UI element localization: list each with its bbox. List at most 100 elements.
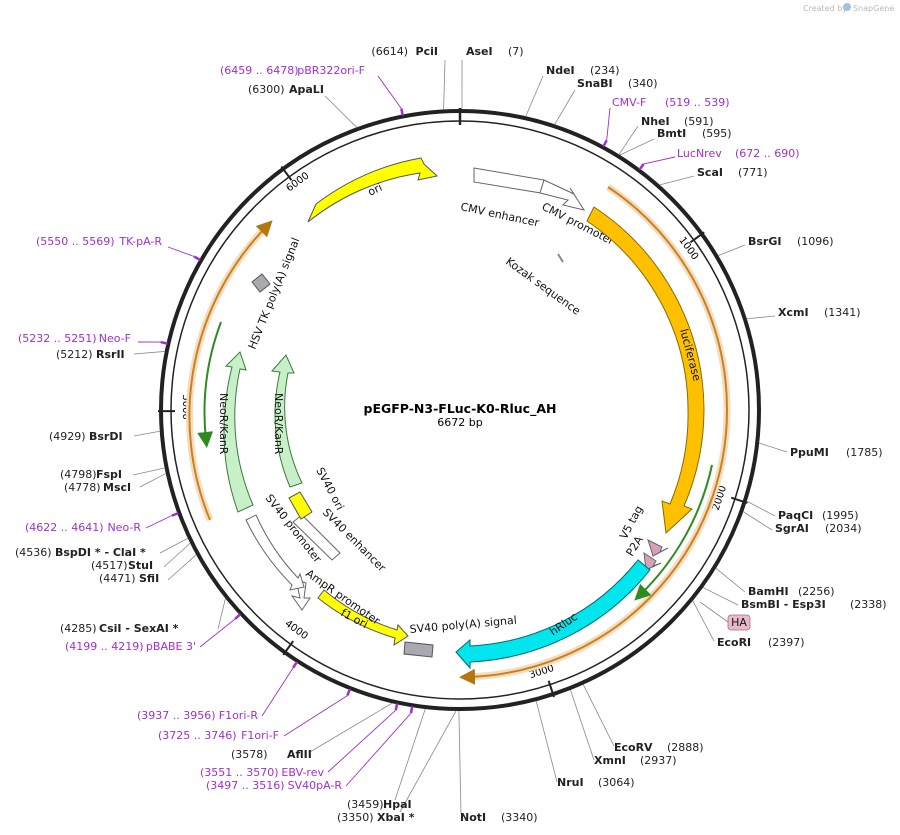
enzyme-name[interactable]: HpaI <box>383 798 412 811</box>
feature-f1-ori[interactable] <box>317 589 409 647</box>
feature-label-sv40-polya: SV40 poly(A) signal <box>409 614 517 636</box>
enzyme-position: (4536) <box>15 546 52 559</box>
feature-ampr-promoter[interactable] <box>290 579 311 611</box>
feature-label-v5-tag: V5 tag <box>617 503 645 541</box>
enzyme-name[interactable]: StuI <box>128 559 153 572</box>
enzyme-leader <box>163 542 191 568</box>
primer-name[interactable]: LucNrev <box>677 147 722 160</box>
feature-v5-tag[interactable] <box>647 539 669 557</box>
enzyme-position: (2397) <box>768 636 805 649</box>
enzyme-name[interactable]: FspI <box>96 468 122 481</box>
feature-ha[interactable] <box>727 614 751 631</box>
enzyme-name[interactable]: RsrII <box>96 348 125 361</box>
feature-ha-leader <box>699 601 729 623</box>
primer-range: (6459 .. 6478) <box>220 64 299 77</box>
feature-label-neor-kanr-2: NeoR/KanR <box>272 393 285 455</box>
primer-mark <box>160 340 168 345</box>
primer-name[interactable]: CMV-F <box>612 96 646 109</box>
feature-label-hsv-tk-polya: HSV TK poly(A) signal <box>246 236 303 351</box>
primer-name[interactable]: SV40pA-R <box>288 779 343 792</box>
feature-neor-kanr-2[interactable] <box>271 354 303 488</box>
primer-leader <box>199 618 236 648</box>
feature-cmv-promoter[interactable] <box>539 179 586 211</box>
feature-neor-kanr-1[interactable] <box>223 351 254 513</box>
feature-ori[interactable] <box>307 157 439 223</box>
enzyme-name[interactable]: BspDI * - ClaI * <box>55 546 146 559</box>
enzyme-position: (4778) <box>64 481 101 494</box>
feature-label-sv40-enhancer: SV40 enhancer <box>320 506 389 575</box>
enzyme-name[interactable]: AflII <box>287 748 312 761</box>
enzyme-name[interactable]: BsmBI - Esp3I <box>741 598 826 611</box>
feature-luciferase[interactable] <box>586 206 705 535</box>
enzyme-position: (4798) <box>60 468 97 481</box>
feature-sv40-polya[interactable] <box>403 641 434 658</box>
primer-name[interactable]: EBV-rev <box>281 766 324 779</box>
enzyme-leader <box>167 554 197 581</box>
enzyme-leader-lines <box>132 59 788 815</box>
enzyme-position: (234) <box>590 64 620 77</box>
enzyme-position: (340) <box>628 77 658 90</box>
enzyme-name[interactable]: BsrDI <box>89 430 123 443</box>
enzyme-name[interactable]: MscI <box>103 481 131 494</box>
enzyme-leader <box>139 473 166 488</box>
enzyme-name[interactable]: XcmI <box>778 306 809 319</box>
enzyme-name[interactable]: ApaLI <box>289 83 324 96</box>
enzyme-leader <box>692 600 715 642</box>
enzyme-position: (4471) <box>99 572 136 585</box>
enzyme-name[interactable]: BamHI <box>748 585 789 598</box>
enzyme-name[interactable]: NruI <box>557 776 584 789</box>
primer-mark <box>602 139 608 148</box>
feature-hsv-tk-polya[interactable] <box>251 273 271 293</box>
enzyme-name[interactable]: NheI <box>641 115 670 128</box>
enzyme-position: (3459) <box>347 798 384 811</box>
feature-sv40-ori[interactable] <box>288 491 313 520</box>
enzyme-name[interactable]: BsrGI <box>748 235 781 248</box>
primer-name[interactable]: Neo-R <box>107 521 141 534</box>
enzyme-name[interactable]: PpuMI <box>790 446 829 459</box>
enzyme-name[interactable]: AseI <box>466 45 493 58</box>
enzyme-position: (6300) <box>248 83 285 96</box>
primer-mark <box>400 108 404 116</box>
feature-cmv-enhancer[interactable] <box>473 167 545 194</box>
enzyme-name[interactable]: SnaBI <box>577 77 613 90</box>
enzyme-leader <box>570 689 595 761</box>
enzyme-name[interactable]: BmtI <box>657 127 686 140</box>
enzyme-position: (2888) <box>667 741 704 754</box>
enzyme-name[interactable]: CsiI - SexAI * <box>99 622 179 635</box>
primer-range: (519 .. 539) <box>665 96 730 109</box>
primer-leader <box>261 667 294 717</box>
enzyme-name[interactable]: ScaI <box>697 166 723 179</box>
enzyme-name[interactable]: XmnI <box>594 754 626 767</box>
primer-name[interactable]: F1ori-R <box>219 709 259 722</box>
enzyme-name[interactable]: EcoRV <box>614 741 653 754</box>
primer-name[interactable]: pBABE 3' <box>146 640 196 653</box>
primer-range: (3937 .. 3956) <box>137 709 216 722</box>
feature-sv40-enhancer[interactable] <box>292 514 341 561</box>
map-size: 6672 bp <box>437 416 482 429</box>
enzyme-name[interactable]: SgrAI <box>775 522 809 535</box>
feature-label-ori: ori <box>366 181 384 199</box>
primer-mark <box>234 613 242 620</box>
primer-mark <box>193 255 201 262</box>
feature-hrluc[interactable] <box>455 559 651 670</box>
enzyme-name[interactable]: NotI <box>460 811 486 824</box>
scale-tick-label: 5000 <box>180 394 191 419</box>
enzyme-position: (2034) <box>825 522 862 535</box>
enzyme-position: (2338) <box>850 598 887 611</box>
enzyme-name[interactable]: PciI <box>416 45 438 58</box>
feature-sv40-promoter[interactable] <box>245 514 305 591</box>
primer-name[interactable]: pBR322ori-F <box>297 64 365 77</box>
enzyme-name[interactable]: XbaI * <box>377 811 415 824</box>
primer-name[interactable]: F1ori-F <box>241 729 279 742</box>
enzyme-name[interactable]: PaqCI <box>778 509 813 522</box>
primer-name[interactable]: TK-pA-R <box>118 235 162 248</box>
enzyme-position: (2937) <box>640 754 677 767</box>
feature-kozak[interactable] <box>557 253 564 263</box>
feature-label-ha: HA <box>731 616 747 629</box>
credit-text: Created by <box>803 4 847 13</box>
enzyme-name[interactable]: EcoRI <box>717 636 751 649</box>
enzyme-name[interactable]: NdeI <box>546 64 575 77</box>
enzyme-name[interactable]: SfiI <box>139 572 159 585</box>
primer-name[interactable]: Neo-F <box>99 332 131 345</box>
